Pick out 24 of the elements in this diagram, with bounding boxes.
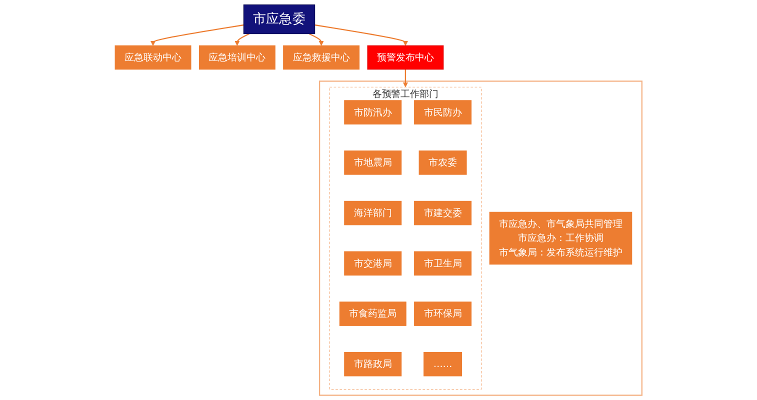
- node-box: 市防汛办: [344, 100, 402, 124]
- node-box: 市建交委: [414, 200, 472, 226]
- node-box: 市卫生局: [414, 251, 472, 276]
- arrow: [308, 33, 324, 46]
- arrow: [314, 24, 408, 46]
- node-box: 市地震局: [344, 150, 402, 175]
- arrow: [150, 24, 244, 46]
- node-box: 市农委: [418, 150, 467, 175]
- node-box: 市食药监局: [339, 302, 406, 326]
- node-box: 市环保局: [414, 302, 472, 326]
- node-box: 市应急办、市气象局共同管理 市应急办：工作协调 市气象局：发布系统运行维护: [489, 212, 632, 265]
- node-box: 市民防办: [414, 100, 472, 124]
- node-box: ……: [424, 352, 462, 376]
- node-box: 预警发布中心: [367, 45, 444, 70]
- node-box: 应急培训中心: [198, 45, 276, 70]
- node-box: 市交港局: [344, 251, 402, 276]
- node-box: 海洋部门: [344, 200, 402, 226]
- node-box: 应急联动中心: [114, 45, 192, 70]
- arrow: [402, 69, 408, 88]
- node-box: 市应急委: [243, 4, 316, 34]
- arrow: [234, 33, 250, 46]
- node-box: 市路政局: [344, 352, 402, 376]
- node-box: 应急救援中心: [283, 45, 360, 70]
- cluster: [318, 80, 642, 396]
